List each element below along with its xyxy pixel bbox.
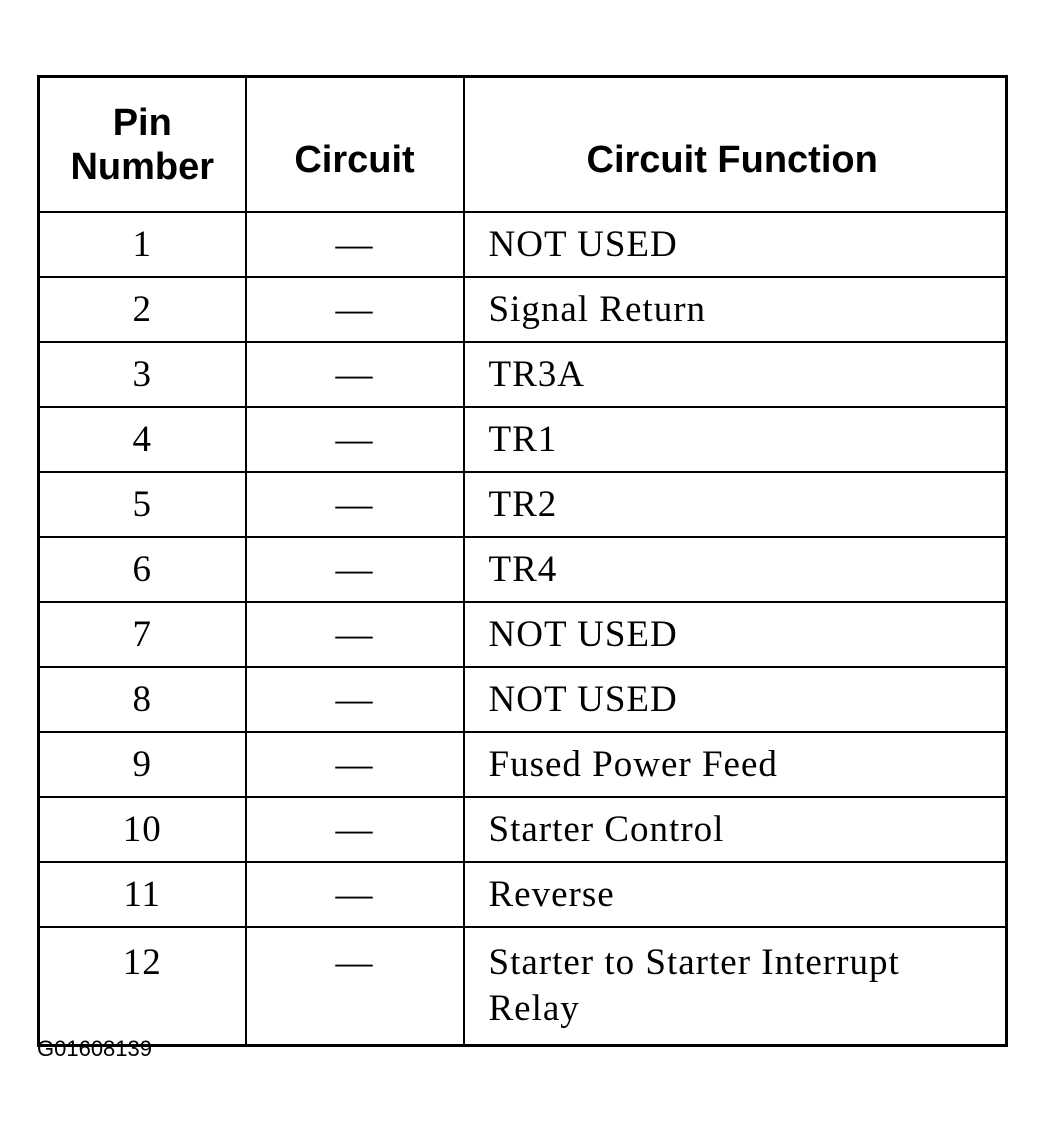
table-row: 2—Signal Return — [37, 276, 1008, 343]
table-row: 10—Starter Control — [37, 796, 1008, 863]
circuit-function-cell: Starter Control — [462, 796, 1008, 863]
table-row: 6—TR4 — [37, 536, 1008, 603]
circuit-function-cell: TR2 — [462, 471, 1008, 538]
table-row: 5—TR2 — [37, 471, 1008, 538]
circuit-cell: — — [244, 731, 465, 798]
circuit-cell: — — [244, 276, 465, 343]
circuit-cell: — — [244, 666, 465, 733]
circuit-cell: — — [244, 926, 465, 1047]
pin-number-cell: 4 — [37, 406, 247, 473]
circuit-cell: — — [244, 471, 465, 538]
circuit-cell: — — [244, 341, 465, 408]
circuit-function-cell: Fused Power Feed — [462, 731, 1008, 798]
pin-number-cell: 10 — [37, 796, 247, 863]
pin-number-cell: 12 — [37, 926, 247, 1047]
table-row: 11—Reverse — [37, 861, 1008, 928]
header-pin-number-line2: Number — [70, 145, 215, 188]
table-row: 8—NOT USED — [37, 666, 1008, 733]
header-pin-number-line1: Pin — [112, 101, 172, 144]
table-row: 7—NOT USED — [37, 601, 1008, 668]
pin-number-cell: 1 — [37, 211, 247, 278]
circuit-function-cell: NOT USED — [462, 666, 1008, 733]
pin-number-cell: 11 — [37, 861, 247, 928]
circuit-function-cell: NOT USED — [462, 211, 1008, 278]
table-row: 12—Starter to Starter Interrupt Relay — [37, 926, 1008, 1047]
circuit-function-cell: NOT USED — [462, 601, 1008, 668]
circuit-function-cell: Starter to Starter Interrupt Relay — [462, 926, 1008, 1047]
circuit-function-cell: TR4 — [462, 536, 1008, 603]
header-circuit: Circuit — [244, 75, 465, 213]
circuit-cell: — — [244, 211, 465, 278]
circuit-function-cell: TR3A — [462, 341, 1008, 408]
table-row: 3—TR3A — [37, 341, 1008, 408]
pin-number-cell: 6 — [37, 536, 247, 603]
pin-number-cell: 2 — [37, 276, 247, 343]
header-circuit-function: Circuit Function — [462, 75, 1008, 213]
circuit-cell: — — [244, 406, 465, 473]
pin-number-cell: 3 — [37, 341, 247, 408]
pin-number-cell: 9 — [37, 731, 247, 798]
circuit-function-cell: Reverse — [462, 861, 1008, 928]
table-row: 4—TR1 — [37, 406, 1008, 473]
circuit-cell: — — [244, 601, 465, 668]
table-row: 9—Fused Power Feed — [37, 731, 1008, 798]
circuit-cell: — — [244, 796, 465, 863]
pin-number-cell: 5 — [37, 471, 247, 538]
circuit-function-cell: Signal Return — [462, 276, 1008, 343]
circuit-cell: — — [244, 536, 465, 603]
figure-id: G01608139 — [37, 1036, 152, 1061]
table-row: 1—NOT USED — [37, 211, 1008, 278]
circuit-function-cell: TR1 — [462, 406, 1008, 473]
pin-number-cell: 8 — [37, 666, 247, 733]
circuit-cell: — — [244, 861, 465, 928]
pin-number-cell: 7 — [37, 601, 247, 668]
